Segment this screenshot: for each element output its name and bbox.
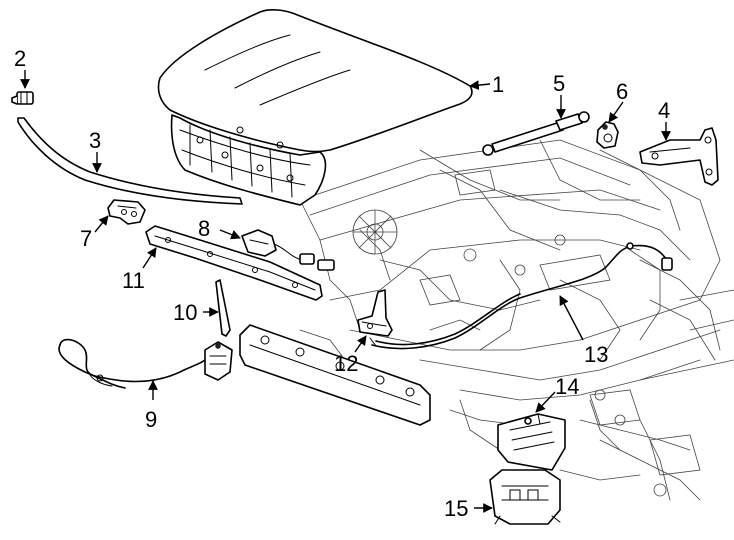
hood-seal-strip bbox=[17, 117, 243, 205]
hood-gas-strut bbox=[482, 111, 590, 156]
support-rod bbox=[215, 279, 231, 337]
leader-lines bbox=[20, 70, 671, 513]
callout-labels: 1 2 3 4 5 6 7 8 9 10 11 12 13 14 15 bbox=[14, 46, 670, 521]
hood-panel bbox=[157, 9, 473, 206]
module-bracket bbox=[489, 469, 561, 525]
callout-10: 10 bbox=[173, 300, 197, 325]
callout-5: 5 bbox=[553, 71, 565, 96]
hood-hinge bbox=[639, 127, 719, 186]
latch-sensor-harness bbox=[241, 229, 335, 271]
callout-1: 1 bbox=[492, 72, 504, 97]
callout-13: 13 bbox=[584, 342, 608, 367]
latch-striker-bracket bbox=[107, 199, 146, 225]
release-cable-latch bbox=[58, 338, 233, 389]
strut-bracket bbox=[596, 121, 619, 149]
callout-14: 14 bbox=[555, 374, 579, 399]
callout-11: 11 bbox=[122, 268, 145, 293]
callout-9: 9 bbox=[145, 407, 157, 432]
callout-8: 8 bbox=[198, 216, 210, 241]
latch-bracket bbox=[357, 289, 393, 347]
hood-bumper-stop bbox=[11, 91, 34, 105]
upper-tie-bar bbox=[145, 225, 323, 301]
engine-bay-background bbox=[249, 139, 734, 501]
hood-release-cable bbox=[371, 242, 673, 350]
callout-12: 12 bbox=[334, 351, 358, 376]
callout-2: 2 bbox=[14, 46, 26, 71]
callout-7: 7 bbox=[80, 226, 92, 251]
callout-4: 4 bbox=[658, 98, 670, 123]
lower-tie-bar bbox=[239, 324, 431, 426]
control-module bbox=[497, 413, 566, 471]
callout-3: 3 bbox=[89, 128, 101, 153]
callout-6: 6 bbox=[616, 79, 628, 104]
callout-15: 15 bbox=[444, 496, 468, 521]
